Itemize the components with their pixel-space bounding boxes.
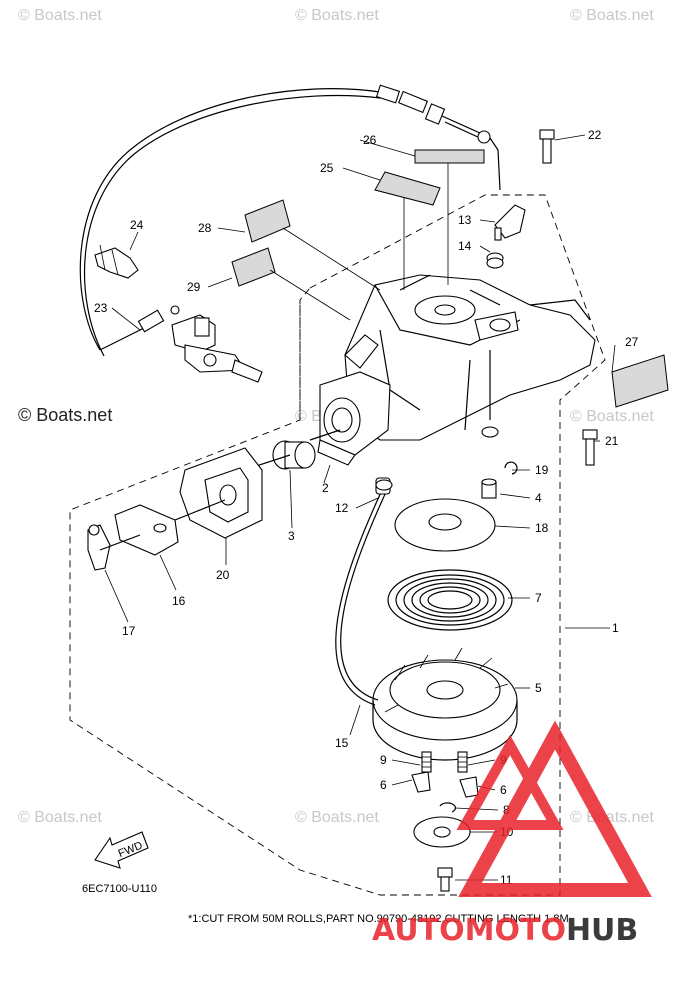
- plate-18: [394, 498, 496, 552]
- guide-3: [249, 429, 341, 470]
- callout-13: 13: [458, 213, 472, 227]
- callout-1: 1: [612, 621, 619, 635]
- label-sticker-25: [374, 171, 441, 206]
- callout-22: 22: [588, 128, 602, 142]
- callout-24: 24: [130, 218, 144, 232]
- callout-15: 15: [335, 736, 349, 750]
- cable-23: [79, 84, 501, 357]
- callout-14: 14: [458, 239, 472, 253]
- callout-7: 7: [535, 591, 542, 605]
- callout-3: 3: [288, 529, 295, 543]
- clip-19: [504, 461, 518, 475]
- watermark-top-right: © Boats.net: [570, 7, 654, 24]
- lever-13: [494, 204, 526, 241]
- callout-9-left: 9: [380, 753, 387, 767]
- callout-12: 12: [335, 501, 349, 515]
- label-sticker-28: [244, 199, 291, 243]
- watermark-top-left: © Boats.net: [18, 7, 102, 24]
- bolt-11: [437, 867, 453, 892]
- callout-6-right: 6: [500, 783, 507, 797]
- starter-housing: [344, 274, 596, 441]
- diagram-code: 6EC7100-U110: [82, 883, 157, 895]
- watermark-mid-right: © Boats.net: [570, 408, 654, 425]
- switch-23: [99, 305, 263, 383]
- clip-8: [439, 802, 456, 813]
- watermark-top-center: © Boats.net: [295, 7, 379, 24]
- spring-14: [486, 252, 504, 269]
- spring-9-right: [457, 751, 468, 773]
- callout-6-left: 6: [380, 778, 387, 792]
- callout-21: 21: [605, 434, 619, 448]
- footnote: *1:CUT FROM 50M ROLLS,PART NO.90790-4819…: [188, 913, 569, 925]
- callout-20: 20: [216, 568, 230, 582]
- callout-27: 27: [625, 335, 639, 349]
- brand-part-moto: MOTO: [465, 913, 566, 948]
- callout-25: 25: [320, 161, 334, 175]
- callout-4: 4: [535, 491, 542, 505]
- label-sticker-29: [231, 247, 276, 287]
- brand-part-auto: AUTO: [372, 913, 465, 948]
- brand-logo: AUTOMOTOHUB: [372, 720, 652, 948]
- label-sticker-26: [414, 149, 485, 164]
- callout-5: 5: [535, 681, 542, 695]
- callout-28: 28: [198, 221, 212, 235]
- callout-23: 23: [94, 301, 108, 315]
- bushing-4: [481, 478, 497, 499]
- brand-part-hub: HUB: [566, 913, 638, 948]
- callout-2: 2: [322, 481, 329, 495]
- watermark-low-left: © Boats.net: [18, 809, 102, 826]
- drum-5: [372, 647, 518, 761]
- handle-16: [114, 499, 226, 556]
- clip-17: [87, 524, 141, 571]
- pawl-6-left: [411, 771, 431, 793]
- grommet-20: [179, 447, 263, 539]
- clip-24: [94, 244, 139, 279]
- plate-10: [413, 816, 471, 848]
- svg-text:AUTOMOTOHUB: AUTOMOTOHUB: [372, 913, 638, 948]
- callout-19: 19: [535, 463, 549, 477]
- pawl-6-right: [459, 776, 479, 798]
- callout-26: 26: [363, 133, 377, 147]
- assembly-outline: [69, 194, 606, 896]
- bolt-21: [582, 429, 598, 466]
- grommet-12: [375, 479, 393, 491]
- callout-29: 29: [187, 280, 201, 294]
- label-sticker-27: [611, 354, 669, 408]
- spring-9-left: [421, 751, 432, 773]
- watermark-low-right: © Boats.net: [570, 809, 654, 826]
- fwd-arrow-icon: FWD: [94, 831, 149, 869]
- spring-7: [387, 569, 513, 631]
- bolt-22: [539, 129, 555, 164]
- callout-18: 18: [535, 521, 549, 535]
- watermark-mid-left: © Boats.net: [18, 405, 112, 425]
- bracket-2: [317, 371, 391, 466]
- callout-16: 16: [172, 594, 186, 608]
- watermark-low-center: © Boats.net: [295, 809, 379, 826]
- callout-17: 17: [122, 624, 136, 638]
